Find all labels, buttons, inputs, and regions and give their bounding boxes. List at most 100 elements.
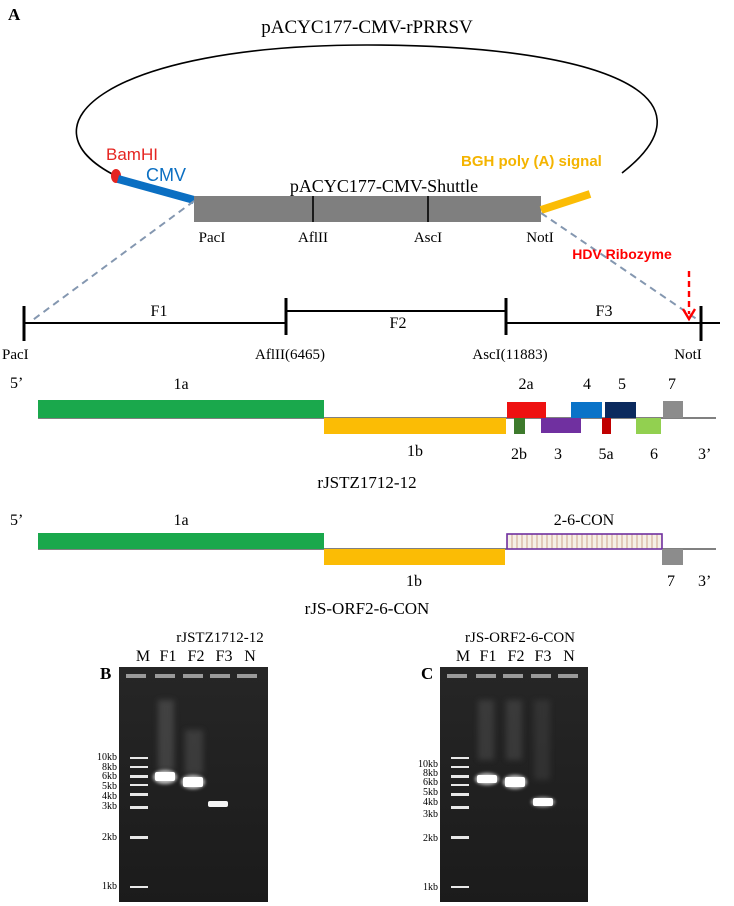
gel-b-ladder-label: 8kb — [102, 762, 117, 773]
gel-c-well — [531, 674, 551, 678]
gel-b-band-f2 — [183, 777, 203, 787]
con-orf-7-label: 7 — [667, 573, 675, 590]
orf-1b-label: 1b — [407, 443, 423, 460]
gel-c-panel-label: C — [421, 664, 433, 683]
con-orf-2-6 — [506, 533, 663, 550]
hdv-ribozyme-label: HDV Ribozyme — [572, 246, 672, 262]
orf-2a-label: 2a — [518, 376, 533, 393]
gel-c-ladder-band — [451, 784, 469, 786]
zoom-line-right — [540, 212, 699, 321]
shuttle-site-noti: NotI — [526, 230, 554, 246]
gel-c-ladder-band — [451, 836, 469, 839]
orf-1b — [324, 418, 506, 434]
gel-c-lane-f1: F1 — [480, 648, 497, 665]
fragment-site-aflii: AflII(6465) — [255, 347, 325, 363]
genome1-name: rJSTZ1712-12 — [317, 473, 416, 492]
gel-b-well — [183, 674, 203, 678]
gel-b-smear-f1 — [158, 700, 174, 770]
fragment-site-paci: PacI — [2, 347, 29, 363]
gel-b-smear-f2 — [185, 730, 203, 774]
gel-b-ladder-label: 10kb — [97, 752, 117, 763]
gel-b-ladder-label: 4kb — [102, 791, 117, 802]
shuttle-bar — [194, 196, 541, 222]
gel-b-ladder-band — [130, 757, 148, 759]
fragment-f3-label: F3 — [596, 303, 613, 320]
con-orf-1b — [324, 549, 505, 565]
gel-b-lane-m: M — [136, 648, 150, 665]
gel-c-smear-f3 — [534, 700, 550, 780]
gel-c-ladder-label: 3kb — [423, 809, 438, 820]
con-orf-1a — [38, 533, 324, 549]
gel-b-ladder-band — [130, 784, 148, 786]
orf-4 — [571, 402, 602, 418]
gel-c-smear-f1 — [478, 700, 494, 760]
gel-b-lane-f1: F1 — [160, 648, 177, 665]
orf-3 — [541, 418, 581, 433]
gel-b-ladder-band — [130, 806, 148, 809]
gel-b-ladder-band — [130, 836, 148, 839]
plasmid-backbone — [75, 44, 658, 177]
gel-c-ladder-band — [451, 886, 469, 888]
gel-c-well — [447, 674, 467, 678]
gel-c-well — [476, 674, 496, 678]
panel-label-a: A — [8, 5, 21, 24]
hdv-arrow-head — [681, 308, 697, 322]
gel-b-band-f1 — [155, 772, 175, 781]
orf-5 — [605, 402, 636, 418]
gel-c-lane-n: N — [563, 648, 575, 665]
fragment-site-noti: NotI — [674, 347, 702, 363]
orf-3-label: 3 — [554, 446, 562, 463]
gel-b-well — [237, 674, 257, 678]
gel-c-ladder-label: 6kb — [423, 777, 438, 788]
gel-c-lane-m: M — [456, 648, 470, 665]
orf-2b — [514, 418, 525, 434]
gel-b-ladder-band — [130, 886, 148, 888]
orf-1a-label: 1a — [173, 376, 188, 393]
zoom-line-left — [29, 200, 195, 323]
con-orf-2-6-label: 2-6-CON — [554, 512, 615, 529]
gel-b-ladder-label: 1kb — [102, 881, 117, 892]
gel-c-band-f3 — [533, 798, 553, 806]
shuttle-label: pACYC177-CMV-Shuttle — [290, 176, 478, 196]
orf-5a-label: 5a — [598, 446, 613, 463]
cmv-promoter — [116, 175, 196, 204]
gel-panel-b: rJSTZ1712-12 M F1 F2 F3 N B — [97, 630, 268, 902]
shuttle-site-asci: AscI — [414, 230, 442, 246]
gel-c-ladder-band — [451, 775, 469, 778]
gel-c-ladder-label: 8kb — [423, 768, 438, 779]
orf-5-label: 5 — [618, 376, 626, 393]
bgh-polya-signal — [539, 190, 592, 214]
gel-b-ladder-label: 3kb — [102, 801, 117, 812]
gel-c-smear-f2 — [506, 700, 522, 760]
genome2-five-prime: 5’ — [10, 512, 23, 529]
gel-c-lane-f2: F2 — [508, 648, 525, 665]
gel-b-lane-f3: F3 — [216, 648, 233, 665]
genome-map-rjstz1712-12: 5’ 1a 1b 2a 2b 3 4 5 5a 6 7 3’ rJSTZ1712… — [10, 375, 716, 492]
gel-c-well — [558, 674, 578, 678]
fragment-f2-label: F2 — [390, 315, 407, 332]
genome2-name: rJS-ORF2-6-CON — [305, 599, 430, 618]
genome2-three-prime: 3’ — [698, 573, 711, 590]
gel-b-title: rJSTZ1712-12 — [176, 630, 264, 646]
gel-b-ladder-band — [130, 775, 148, 778]
gel-b-ladder-band — [130, 766, 148, 768]
fragment-f1-label: F1 — [151, 303, 168, 320]
gel-c-ladder-band — [451, 757, 469, 759]
gel-c-ladder-label: 2kb — [423, 833, 438, 844]
orf-1a — [38, 400, 324, 418]
genome1-three-prime: 3’ — [698, 446, 711, 463]
gel-b-band-f3 — [208, 801, 228, 807]
gel-b-lane-f2: F2 — [188, 648, 205, 665]
orf-5a — [602, 418, 611, 434]
gel-b-ladder-label: 6kb — [102, 771, 117, 782]
con-orf-7 — [662, 549, 683, 565]
orf-7-label: 7 — [668, 376, 676, 393]
con-orf-1a-label: 1a — [173, 512, 188, 529]
gel-c-ladder-label: 4kb — [423, 797, 438, 808]
plasmid-title: pACYC177-CMV-rPRRSV — [261, 17, 473, 38]
bgh-label: BGH poly (A) signal — [461, 153, 602, 170]
shuttle-site-paci: PacI — [199, 230, 226, 246]
genome-map-rjs-orf2-6-con: 5’ 1a 1b 2-6-CON 7 3’ rJS-ORF2-6-CON — [10, 512, 716, 618]
gel-b-well — [155, 674, 175, 678]
